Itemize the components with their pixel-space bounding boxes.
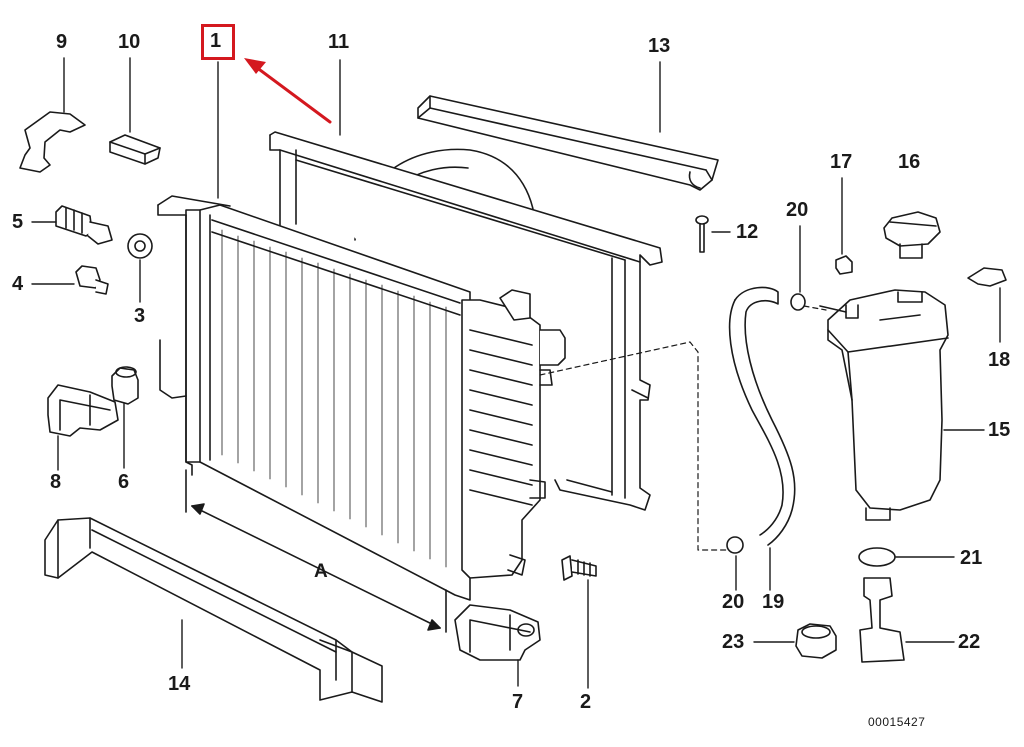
o-ring-shape bbox=[858, 547, 896, 567]
dashed-connectors bbox=[539, 305, 827, 551]
callout-10[interactable]: 10 bbox=[118, 31, 141, 53]
rubber-grommet-shape bbox=[109, 134, 161, 165]
callout-16[interactable]: 16 bbox=[898, 151, 921, 173]
callout-20-lower[interactable]: 20 bbox=[722, 591, 745, 613]
tank-cap-shape bbox=[883, 211, 941, 259]
highlight-arrow bbox=[244, 58, 332, 124]
callout-15[interactable]: 15 bbox=[988, 419, 1011, 441]
hose-clamp-lower-shape bbox=[726, 536, 744, 554]
dimension-label: A bbox=[314, 561, 328, 582]
leader-lines bbox=[31, 57, 1001, 689]
callout-4[interactable]: 4 bbox=[12, 273, 24, 295]
callout-20-upper[interactable]: 20 bbox=[786, 199, 809, 221]
callout-13[interactable]: 13 bbox=[648, 35, 671, 57]
hose-shape bbox=[728, 286, 796, 546]
bracket-left-shape bbox=[47, 384, 119, 437]
sealing-ring-shape bbox=[127, 233, 153, 259]
callout-3[interactable]: 3 bbox=[134, 305, 146, 327]
callout-19[interactable]: 19 bbox=[762, 591, 785, 613]
callout-17[interactable]: 17 bbox=[830, 151, 853, 173]
expansion-tank-shape bbox=[819, 289, 949, 521]
tank-holder-shape bbox=[967, 267, 1007, 287]
callout-8[interactable]: 8 bbox=[50, 471, 62, 493]
plug-shape bbox=[75, 265, 109, 295]
callout-1[interactable]: 1 bbox=[210, 30, 222, 52]
callout-23[interactable]: 23 bbox=[722, 631, 745, 653]
callout-6[interactable]: 6 bbox=[118, 471, 130, 493]
callout-22[interactable]: 22 bbox=[958, 631, 981, 653]
callout-9[interactable]: 9 bbox=[56, 31, 68, 53]
temperature-switch-shape bbox=[55, 205, 113, 245]
bleed-screw-shape bbox=[835, 255, 853, 275]
callout-12[interactable]: 12 bbox=[736, 221, 759, 243]
holder-shape bbox=[19, 111, 86, 173]
level-sensor-shape bbox=[859, 577, 905, 663]
lower-air-duct-shape bbox=[44, 517, 383, 703]
callout-14[interactable]: 14 bbox=[168, 673, 191, 695]
callout-11[interactable]: 11 bbox=[328, 31, 350, 53]
upper-seal-shape bbox=[417, 95, 719, 191]
bolt-shape bbox=[561, 555, 597, 581]
highlight-box bbox=[201, 24, 235, 60]
hose-clamp-upper-shape bbox=[790, 293, 806, 311]
nut-shape bbox=[795, 623, 837, 659]
callout-21[interactable]: 21 bbox=[960, 547, 983, 569]
callout-5[interactable]: 5 bbox=[12, 211, 24, 233]
radiator-shape bbox=[157, 195, 566, 601]
dimension-a-lines bbox=[185, 469, 447, 633]
callout-18[interactable]: 18 bbox=[988, 349, 1011, 371]
document-number: 00015427 bbox=[868, 715, 926, 729]
expanding-rivet-shape bbox=[695, 215, 709, 253]
bracket-right-shape bbox=[454, 604, 541, 661]
rubber-mount-shape bbox=[111, 366, 139, 405]
callout-2[interactable]: 2 bbox=[580, 691, 592, 713]
callout-7[interactable]: 7 bbox=[512, 691, 524, 713]
